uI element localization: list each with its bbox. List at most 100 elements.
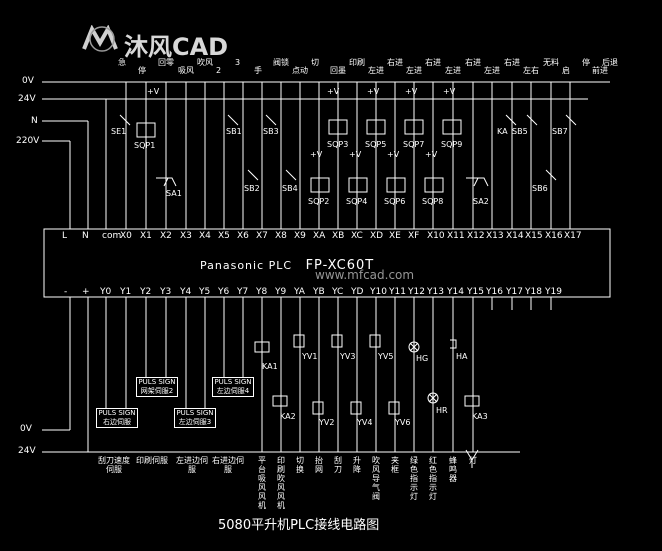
input-description: 3 — [235, 58, 241, 67]
output-terminal: Y15 — [467, 287, 484, 297]
input-terminal: XC — [351, 231, 363, 241]
valve-label: YV3 — [340, 352, 356, 361]
input-terminal: X4 — [199, 231, 211, 241]
device-label: SQP4 — [346, 197, 368, 206]
output-terminal: Y9 — [275, 287, 287, 297]
output-terminal: Y8 — [256, 287, 268, 297]
output-terminal: Y12 — [408, 287, 425, 297]
input-terminal: XD — [370, 231, 384, 241]
rail-220v: 220V — [16, 136, 40, 146]
device-label: SQP3 — [327, 140, 349, 149]
output-terminal: YA — [294, 287, 305, 297]
output-terminal: Y0 — [100, 287, 112, 297]
input-terminal: X12 — [467, 231, 485, 241]
relay-label: KA3 — [472, 412, 488, 421]
output-description: 刮刀 — [334, 456, 342, 474]
output-description: 红色指示灯 — [429, 456, 437, 501]
output-description: 平台吸风风机 — [258, 456, 266, 510]
output-terminal: Y6 — [218, 287, 230, 297]
input-description: 切 — [311, 58, 319, 67]
output-terminal: Y1 — [120, 287, 132, 297]
output-description: 刮刀速度伺服 — [98, 456, 130, 474]
plus-v-label: +V — [443, 87, 456, 96]
device-label: SQP1 — [134, 141, 156, 150]
input-terminal: X0 — [120, 231, 132, 241]
input-terminal: X16 — [545, 231, 563, 241]
rail-24v-bottom: 24V — [18, 446, 36, 456]
input-description: 启 — [562, 66, 570, 75]
output-terminal: - — [64, 287, 68, 297]
valve-label: YV5 — [378, 352, 394, 361]
diagram-caption: 5080平升机PLC接线电路图 — [218, 518, 380, 533]
input-description: 右进 — [504, 58, 520, 67]
output-terminal: Y16 — [486, 287, 503, 297]
brand-logo-text: 沐风CAD — [124, 33, 229, 61]
device-label: SQP6 — [384, 197, 406, 206]
input-description: 右进 — [425, 58, 441, 67]
plus-v-label: +V — [327, 87, 340, 96]
output-terminal: Y18 — [525, 287, 542, 297]
servo-driver-block: PULS SIGN 右边伺服 — [96, 408, 138, 428]
valve-label: YV6 — [395, 418, 411, 427]
device-label: SB7 — [552, 127, 568, 136]
device-label: SB6 — [532, 184, 548, 193]
plus-v-label: +V — [147, 87, 160, 96]
output-terminal: Y7 — [237, 287, 249, 297]
output-terminal: + — [82, 287, 90, 297]
input-terminal: XE — [389, 231, 401, 241]
input-description: 吸风 — [178, 66, 194, 75]
plc-model: Panasonic PLC FP-XC60T — [200, 258, 375, 273]
input-description: 阀锁 — [273, 58, 289, 67]
plus-v-label: +V — [310, 150, 323, 159]
input-terminal: X10 — [427, 231, 445, 241]
output-terminal: Y11 — [389, 287, 406, 297]
input-description: 左右 — [523, 66, 539, 75]
output-terminal: YD — [351, 287, 364, 297]
input-description: 回零 — [158, 58, 174, 67]
output-description: 升降 — [353, 456, 361, 474]
plus-v-label: +V — [405, 87, 418, 96]
servo-driver-block: PULS SIGN 网架伺服2 — [136, 377, 178, 397]
output-description: 印刷伺服 — [136, 456, 168, 465]
output-description: 右进边伺服 — [212, 456, 244, 474]
input-description: 右进 — [465, 58, 481, 67]
output-description: 印刷吹风风机 — [277, 456, 285, 510]
switch-symbols — [119, 114, 577, 181]
device-label: SB2 — [244, 184, 260, 193]
output-description: 吹风导气阀 — [372, 456, 380, 501]
relay-label: KA1 — [262, 362, 278, 371]
input-terminal: X11 — [447, 231, 465, 241]
watermark: www.mfcad.com — [315, 268, 415, 282]
output-description: 蜂鸣器 — [449, 456, 457, 483]
device-label: SB4 — [282, 184, 298, 193]
rail-n: N — [31, 116, 38, 126]
device-label: SQP9 — [441, 140, 463, 149]
device-label: SQP7 — [403, 140, 425, 149]
device-label: SQP5 — [365, 140, 387, 149]
output-description: 左进边伺服 — [176, 456, 208, 474]
input-terminal: X6 — [237, 231, 249, 241]
lamp-label: HG — [416, 354, 429, 363]
input-description: 点动 — [292, 66, 308, 75]
input-terminal: X1 — [140, 231, 152, 241]
servo-driver-block: PULS SIGN 左边伺服3 — [174, 408, 216, 428]
device-label: SA1 — [166, 189, 182, 198]
input-description: 无料 — [543, 58, 559, 67]
device-label: SE1 — [111, 127, 127, 136]
input-terminal: XF — [408, 231, 420, 241]
buzzer-label: HA — [456, 352, 468, 361]
input-description: 手 — [254, 66, 262, 75]
plus-v-label: +V — [387, 150, 400, 159]
output-terminal: Y4 — [180, 287, 192, 297]
output-terminal: Y14 — [447, 287, 464, 297]
output-terminal: Y19 — [545, 287, 562, 297]
device-label: SB1 — [226, 127, 242, 136]
output-description: 绿色指示灯 — [410, 456, 418, 501]
input-description: 后退 — [602, 58, 618, 67]
input-terminal: X7 — [256, 231, 268, 241]
input-terminal: X5 — [218, 231, 230, 241]
device-label: SQP8 — [422, 197, 444, 206]
plus-v-label: +V — [349, 150, 362, 159]
valve-label: YV2 — [319, 418, 335, 427]
